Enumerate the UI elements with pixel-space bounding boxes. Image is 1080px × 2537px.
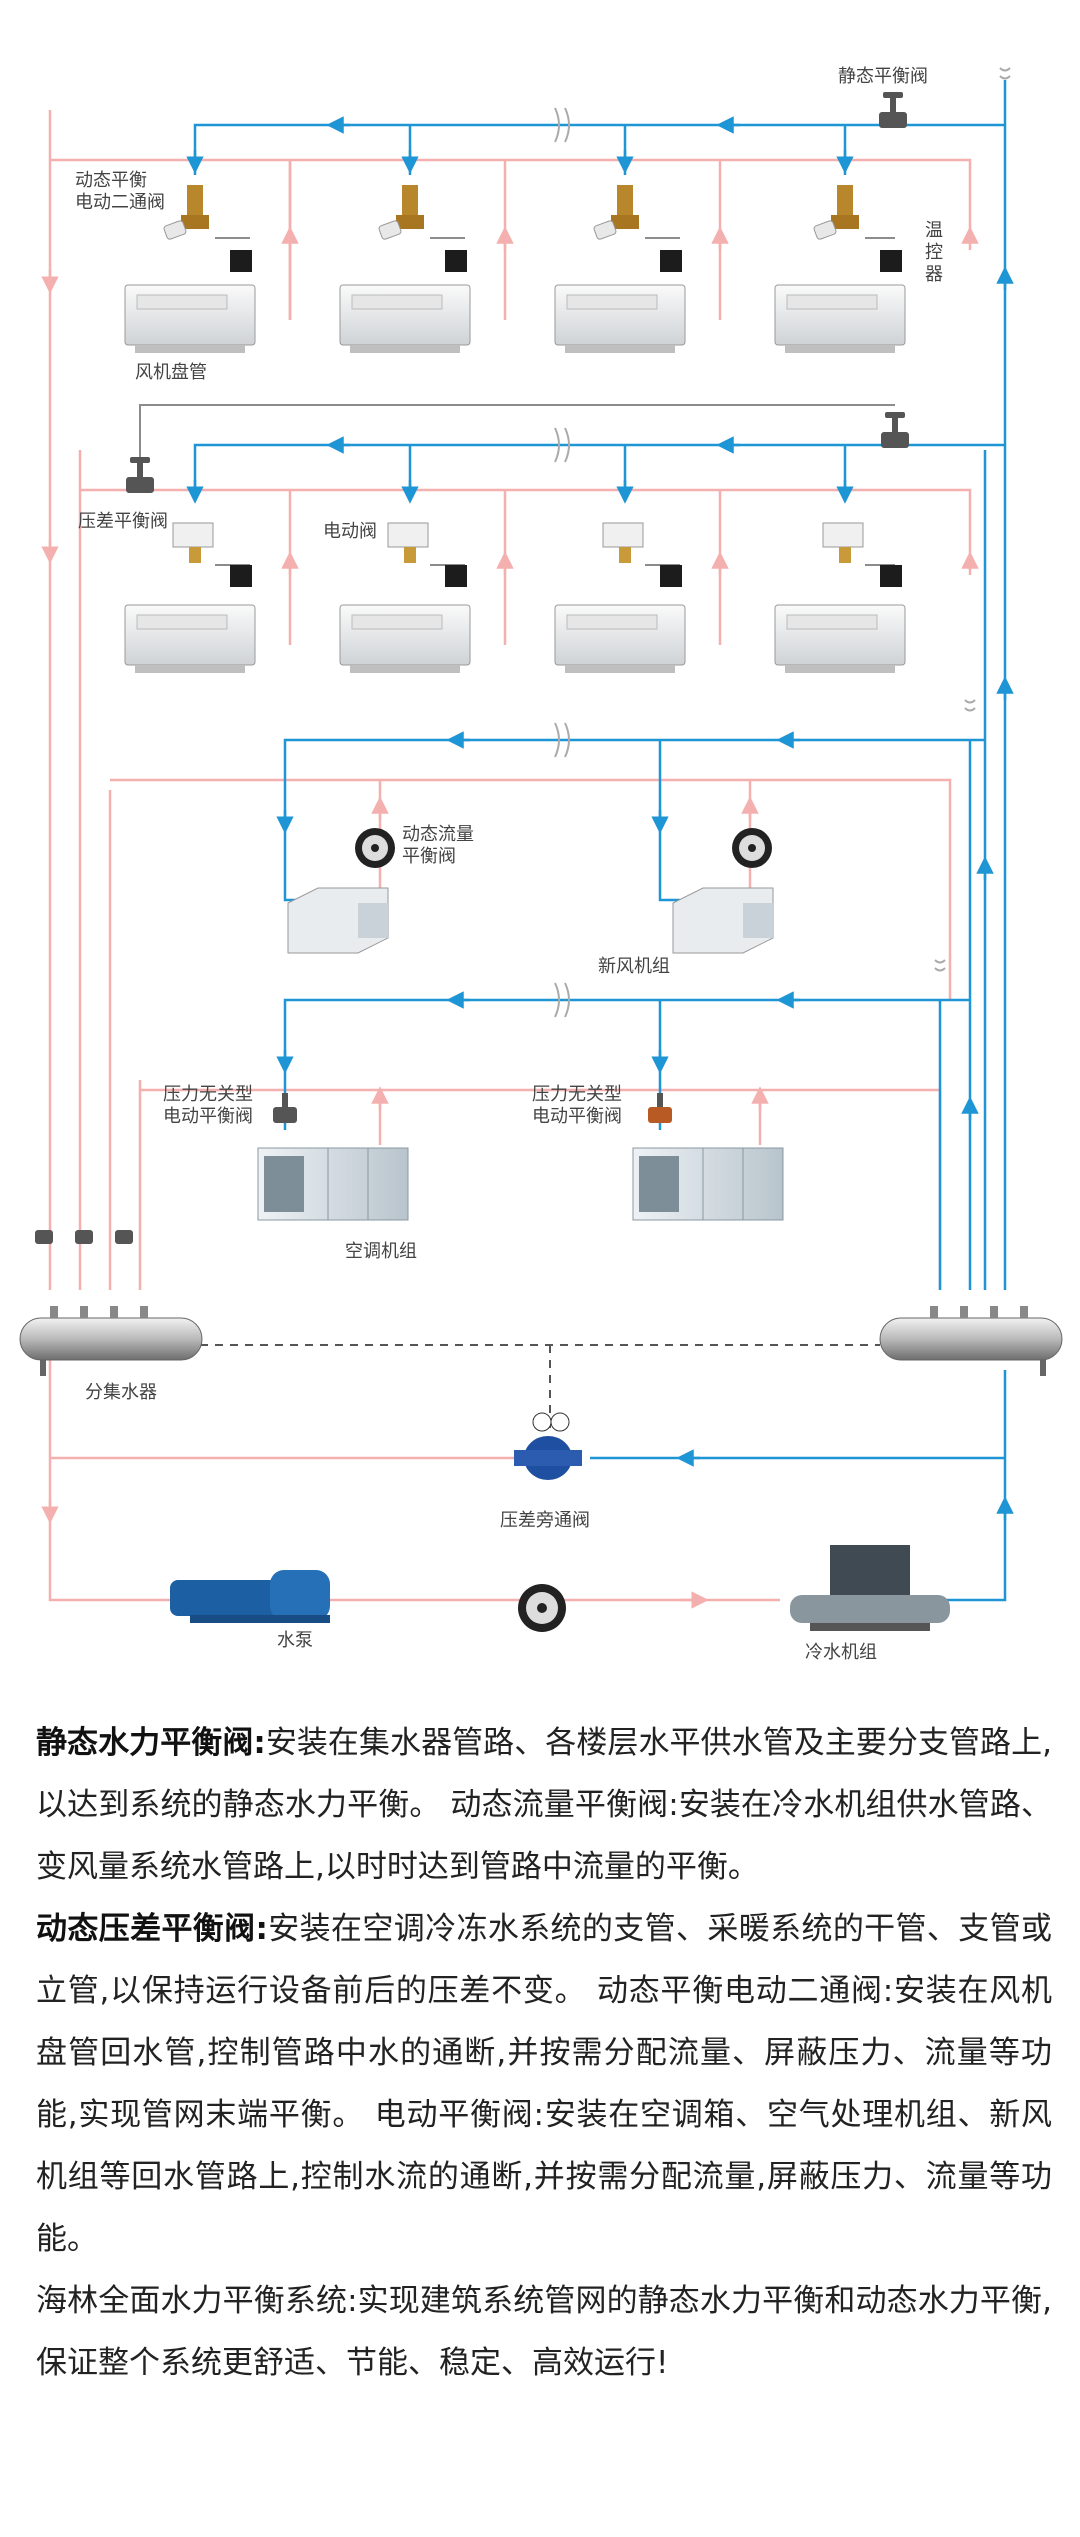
pipe-break-marks <box>554 67 1011 1018</box>
air-handling-units <box>257 1147 784 1221</box>
label-electric-valve: 电动阀 <box>323 521 377 542</box>
return-arrows <box>41 226 979 1609</box>
electric-valves <box>172 522 864 563</box>
signal-lines <box>139 237 895 1430</box>
description-text: 静态水力平衡阀:安装在集水器管路、各楼层水平供水管及主要分支管路上,以达到系统的… <box>36 1712 1052 2394</box>
thermostats <box>230 250 902 587</box>
fan-coil-unit <box>339 604 471 673</box>
dynamic-balance-valves <box>163 185 859 240</box>
fan-coil-unit <box>774 604 906 673</box>
paragraph-3: 海林全面水力平衡系统:实现建筑系统管网的静态水力平衡和动态水力平衡,保证整个系统… <box>36 2270 1052 2394</box>
hydraulic-balance-diagram: 静态平衡阀 动态平衡电动二通阀 风机盘管 温控器 压差平衡阀 电动阀 动态流量平… <box>19 66 1063 1663</box>
diagram-labels: 静态平衡阀 动态平衡电动二通阀 风机盘管 温控器 压差平衡阀 电动阀 动态流量平… <box>75 66 943 1663</box>
paragraph-2-bold: 动态压差平衡阀: <box>36 1911 268 1947</box>
label-fresh-air-unit: 新风机组 <box>598 956 670 977</box>
fan-coil-unit <box>339 284 471 353</box>
manifolds <box>19 1230 1063 1376</box>
label-fan-coil: 风机盘管 <box>135 362 207 383</box>
fan-coil-unit <box>124 284 256 353</box>
bypass-valve <box>514 1412 582 1480</box>
paragraph-2: 动态压差平衡阀:安装在空调冷冻水系统的支管、采暖系统的干管、支管或立管,以保持运… <box>36 1898 1052 2270</box>
label-chiller: 冷水机组 <box>805 1642 877 1663</box>
fan-coil-unit <box>124 604 256 673</box>
fan-coil-unit <box>774 284 906 353</box>
label-static-balance-valve: 静态平衡阀 <box>838 66 928 87</box>
chiller <box>790 1545 950 1631</box>
dynamic-flow-valves <box>355 828 772 1632</box>
supply-arrows <box>186 116 1014 1520</box>
label-pressure-indep-valve-1: 压力无关型电动平衡阀 <box>163 1084 253 1127</box>
label-pressure-indep-valve-2: 压力无关型电动平衡阀 <box>532 1084 622 1127</box>
fresh-air-units <box>287 887 774 954</box>
label-pump: 水泵 <box>277 1630 313 1651</box>
paragraph-2-text: 安装在空调冷冻水系统的支管、采暖系统的干管、支管或立管,以保持运行设备前后的压差… <box>36 1911 1052 2257</box>
label-diff-pressure-valve: 压差平衡阀 <box>78 511 168 532</box>
label-dynamic-balance-valve: 动态平衡电动二通阀 <box>75 170 165 213</box>
paragraph-1-text: 安装在集水器管路、各楼层水平供水管及主要分支管路上,以达到系统的静态水力平衡。 … <box>36 1725 1052 1885</box>
paragraph-3-text: 海林全面水力平衡系统:实现建筑系统管网的静态水力平衡和动态水力平衡,保证整个系统… <box>36 2283 1052 2381</box>
static-balance-valves <box>126 92 909 1123</box>
paragraph-1: 静态水力平衡阀:安装在集水器管路、各楼层水平供水管及主要分支管路上,以达到系统的… <box>36 1712 1052 1898</box>
fan-coil-unit <box>554 284 686 353</box>
label-dynamic-flow-valve: 动态流量平衡阀 <box>402 824 474 867</box>
pump <box>170 1570 330 1623</box>
fan-coil-units <box>124 284 906 673</box>
label-thermostat: 温控器 <box>925 220 943 285</box>
label-manifold: 分集水器 <box>85 1382 157 1403</box>
label-ahu: 空调机组 <box>345 1241 417 1262</box>
paragraph-1-bold: 静态水力平衡阀: <box>36 1725 266 1761</box>
fan-coil-unit <box>554 604 686 673</box>
label-bypass-valve: 压差旁通阀 <box>500 1510 590 1531</box>
